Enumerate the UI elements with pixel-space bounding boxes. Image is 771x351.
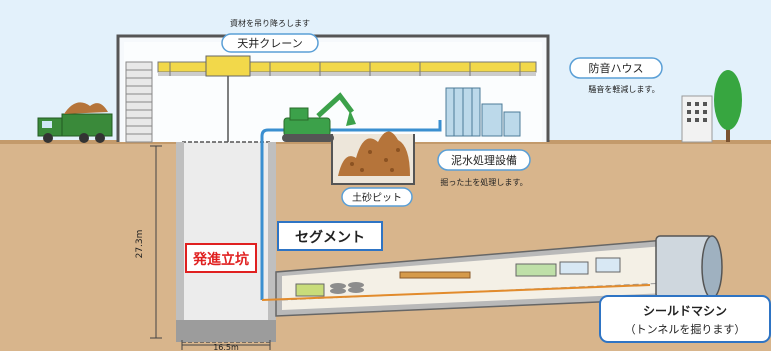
shield-machine — [655, 235, 723, 299]
dump-truck-icon — [37, 102, 113, 143]
soundproof-label: 防音ハウス — [589, 61, 644, 75]
stairs — [125, 61, 153, 143]
overhead-crane — [157, 55, 537, 200]
crane-note: 資材を吊り降ろします — [230, 18, 310, 28]
slurry-pipe — [260, 120, 442, 300]
crane-label: 天井クレーン — [237, 36, 302, 50]
conveyor-line — [261, 284, 651, 301]
soil-pit-label-box — [341, 187, 413, 207]
shaft-width-label: 16.5m — [213, 343, 239, 351]
building-icon — [681, 95, 713, 143]
soil-pit — [331, 131, 415, 185]
launch-shaft — [176, 141, 276, 343]
segment-label: セグメント — [295, 229, 365, 246]
depth-dimension — [150, 145, 162, 339]
tunnel — [275, 237, 691, 317]
width-dimension — [181, 340, 271, 350]
soundproof-label-box — [569, 57, 663, 79]
shield-label-box — [599, 295, 771, 343]
soundproof-note: 騒音を軽減します。 — [588, 84, 659, 94]
shield-note: （トンネルを掘ります） — [625, 322, 746, 336]
segment-label-box — [277, 221, 383, 251]
crane-label-box — [221, 33, 319, 53]
mud-label-box — [437, 149, 531, 171]
mud-note: 掘った土を処理します。 — [440, 177, 527, 187]
mud-treatment-equipment — [445, 87, 521, 137]
excavator-icon — [282, 92, 356, 142]
tree-icon — [714, 70, 742, 142]
launch-shaft-label-box — [185, 243, 257, 273]
launch-shaft-label: 発進立坑 — [192, 251, 249, 268]
shaft-depth-label: 27.3m — [135, 230, 145, 259]
tunnel-equipment — [295, 257, 621, 297]
mud-treatment-label: 泥水処理設備 — [451, 153, 517, 167]
shield-machine-label: シールドマシン — [643, 304, 727, 318]
soil-pit-label: 土砂ピット — [352, 191, 402, 204]
